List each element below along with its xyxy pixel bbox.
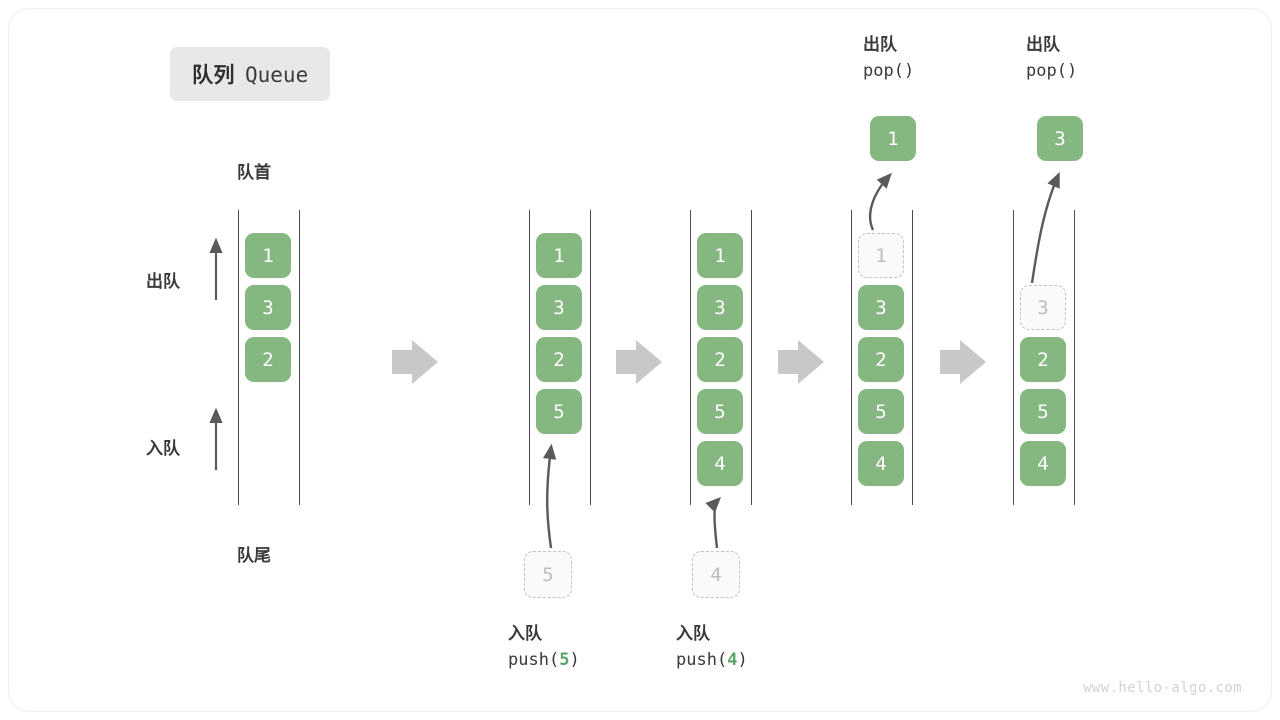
queue-cell: 5: [858, 389, 904, 434]
push-fn-prefix: push(: [508, 650, 560, 671]
diagram-title-en: Queue: [245, 63, 309, 87]
queue-cell: 2: [536, 337, 582, 382]
queue-cell: 2: [245, 337, 291, 382]
push-label-fn: push(4): [676, 647, 748, 673]
pop-label-fn: pop(): [863, 61, 915, 82]
pop-label-cn: 出队: [1026, 35, 1060, 54]
queue-cell: 1: [245, 233, 291, 278]
rail-right: [912, 210, 913, 505]
pop-label-3: 出队 pop(): [1026, 32, 1077, 85]
rail-left: [1013, 210, 1014, 505]
label-queue-rear: 队尾: [237, 546, 271, 565]
queue-column-pop-1: 1 3 2 5 4: [851, 210, 913, 505]
push-fn-suffix: ): [737, 650, 748, 671]
queue-cell-ghost: 3: [1020, 285, 1066, 330]
queue-cell: 4: [1020, 441, 1066, 486]
queue-cell: 5: [536, 389, 582, 434]
push-fn-prefix: push(: [676, 650, 728, 671]
queue-cell-ghost: 1: [858, 233, 904, 278]
push-value-box-4: 4: [692, 551, 740, 598]
rail-right: [751, 210, 752, 505]
queue-column-push-5: 1 3 2 5: [529, 210, 591, 505]
queue-cell: 4: [858, 441, 904, 486]
rail-left: [238, 210, 239, 505]
rail-right: [299, 210, 300, 505]
diagram-title-cn: 队列: [192, 64, 235, 87]
queue-cell: 3: [697, 285, 743, 330]
push-label-5: 入队 push(5): [508, 621, 580, 674]
label-queue-front: 队首: [237, 163, 271, 182]
push-label-cn: 入队: [508, 624, 542, 643]
push-fn-arg: 5: [559, 650, 570, 671]
watermark: www.hello-algo.com: [1083, 680, 1242, 696]
queue-column-push-4: 1 3 2 5 4: [690, 210, 752, 505]
rail-left: [851, 210, 852, 505]
queue-cell: 1: [536, 233, 582, 278]
push-label-fn: push(5): [508, 647, 580, 673]
queue-column-initial: 1 3 2: [238, 210, 300, 505]
diagram-title-badge: 队列 Queue: [170, 47, 331, 101]
queue-cell: 2: [858, 337, 904, 382]
pop-label-fn: pop(): [1026, 61, 1078, 82]
queue-cell: 2: [697, 337, 743, 382]
rail-right: [1074, 210, 1075, 505]
queue-cell: 5: [697, 389, 743, 434]
rail-left: [690, 210, 691, 505]
push-label-cn: 入队: [676, 624, 710, 643]
queue-cell: 2: [1020, 337, 1066, 382]
queue-cell: 3: [245, 285, 291, 330]
rail-right: [590, 210, 591, 505]
queue-cell: 4: [697, 441, 743, 486]
pop-value-box-3: 3: [1037, 116, 1083, 161]
pop-value-box-1: 1: [870, 116, 916, 161]
push-label-4: 入队 push(4): [676, 621, 748, 674]
label-dequeue-direction: 出队: [146, 272, 180, 291]
queue-cell: 5: [1020, 389, 1066, 434]
queue-column-pop-3: 3 2 5 4: [1013, 210, 1075, 505]
push-fn-arg: 4: [727, 650, 738, 671]
diagram-card: [8, 8, 1272, 712]
push-fn-suffix: ): [569, 650, 580, 671]
label-enqueue-direction: 入队: [146, 439, 180, 458]
queue-cell: 1: [697, 233, 743, 278]
pop-label-cn: 出队: [863, 35, 897, 54]
rail-left: [529, 210, 530, 505]
pop-label-1: 出队 pop(): [863, 32, 914, 85]
queue-cell: 3: [858, 285, 904, 330]
queue-cell: 3: [536, 285, 582, 330]
push-value-box-5: 5: [524, 551, 572, 598]
